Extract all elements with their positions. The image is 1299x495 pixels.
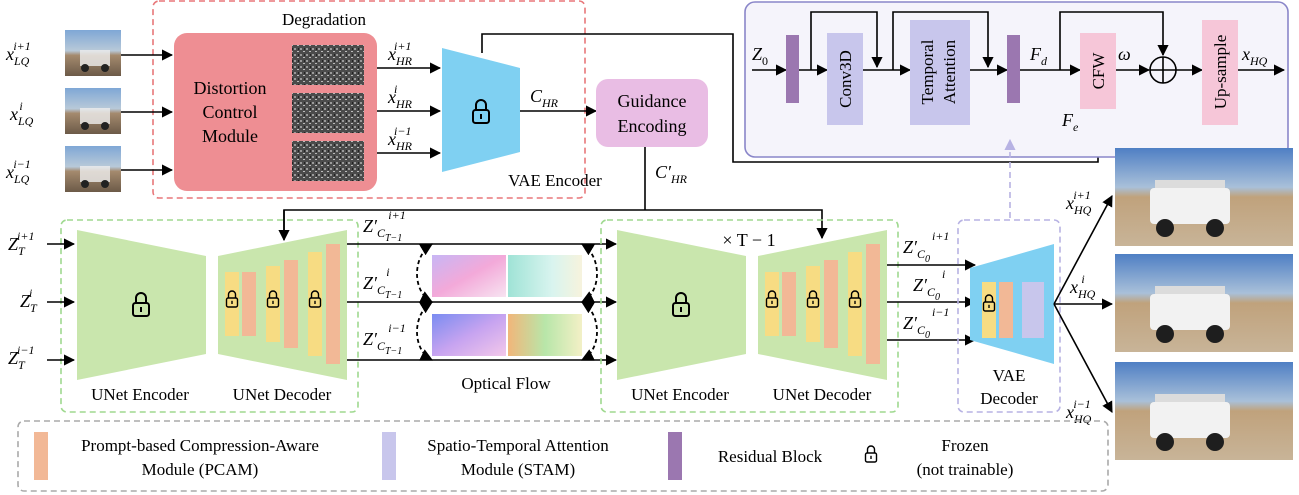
legend-stam-label-1: Spatio-Temporal Attention bbox=[427, 436, 609, 455]
cfw-block bbox=[1080, 33, 1116, 109]
legend-stam-label-2: Module (STAM) bbox=[461, 460, 575, 479]
label-z0-current: Z′C0i bbox=[913, 267, 945, 303]
temporal-label-1: Temporal bbox=[918, 39, 937, 104]
label-z0-previous: Z′C0i−1 bbox=[903, 305, 949, 341]
flow-map-2 bbox=[508, 255, 582, 297]
noise-map-1 bbox=[292, 45, 364, 85]
distortion-label-2: Control bbox=[202, 102, 257, 122]
degradation-title: Degradation bbox=[282, 10, 367, 29]
label-zc-next: Z′CT−1i+1 bbox=[363, 208, 406, 244]
temporal-attention-block bbox=[910, 20, 970, 125]
lq-frame-previous bbox=[65, 146, 121, 192]
label-z0: Z0 bbox=[752, 44, 768, 68]
degradation-box bbox=[152, 0, 586, 199]
label-zc-current: Z′CT−1i bbox=[363, 265, 402, 301]
legend-pcam-label-2: Module (PCAM) bbox=[142, 460, 259, 479]
unet-encoder-right bbox=[617, 230, 746, 380]
add-op-icon bbox=[1149, 56, 1177, 84]
label-lq-next: xLQi+1 bbox=[5, 39, 31, 68]
label-hr-next: xHRi+1 bbox=[387, 39, 413, 68]
label-fd: Fd bbox=[1029, 44, 1048, 68]
label-lq-previous: xLQi−1 bbox=[5, 157, 31, 186]
upsample-label: Up-sample bbox=[1211, 35, 1230, 110]
distortion-label-1: Distortion bbox=[193, 78, 266, 98]
optical-flow-label: Optical Flow bbox=[461, 374, 551, 393]
lq-frame-next bbox=[65, 30, 121, 76]
label-hq-next: xHQi+1 bbox=[1065, 188, 1092, 217]
residual-block-1 bbox=[786, 35, 799, 103]
label-zt-next: ZTi+1 bbox=[8, 229, 34, 258]
flow-map-3 bbox=[432, 314, 506, 356]
hq-frame-next bbox=[1115, 148, 1293, 246]
guidance-label-2: Encoding bbox=[618, 116, 687, 136]
label-z0-next: Z′C0i+1 bbox=[903, 229, 949, 265]
label-hr-previous: xHRi−1 bbox=[387, 124, 413, 153]
noise-map-3 bbox=[292, 141, 364, 181]
vae-encoder-label: VAE Encoder bbox=[508, 171, 602, 190]
repeat-label: × T − 1 bbox=[722, 230, 775, 250]
label-x-hq-panel: xHQ bbox=[1241, 44, 1268, 68]
vae-decoder-group bbox=[957, 219, 1061, 413]
label-zt-previous: ZTi−1 bbox=[8, 343, 34, 372]
unet-encoder-left bbox=[77, 230, 206, 380]
hq-frame-previous bbox=[1115, 362, 1293, 460]
label-omega: ω bbox=[1118, 44, 1131, 64]
label-c-hr-prime: C′HR bbox=[655, 162, 688, 186]
unet-decoder-right-label: UNet Decoder bbox=[773, 385, 872, 404]
vae-decoder-label-1: VAE bbox=[993, 366, 1026, 385]
legend-residual-swatch bbox=[668, 432, 682, 480]
unet-encoder-right-label: UNet Encoder bbox=[631, 385, 729, 404]
label-hr-current: xHRi bbox=[387, 82, 413, 111]
label-zc-previous: Z′CT−1i−1 bbox=[363, 321, 406, 357]
unet-group-left bbox=[60, 219, 359, 413]
flow-map-1 bbox=[432, 255, 506, 297]
label-fe: Fe bbox=[1061, 110, 1079, 134]
unet-encoder-left-label: UNet Encoder bbox=[91, 385, 189, 404]
legend-frozen-label-2: (not trainable) bbox=[917, 460, 1014, 479]
legend-stam-swatch bbox=[382, 432, 396, 480]
cfw-label: CFW bbox=[1089, 52, 1108, 90]
hq-frame-current bbox=[1115, 254, 1293, 352]
temporal-label-2: Attention bbox=[940, 39, 959, 104]
vae-decoder-label-2: Decoder bbox=[980, 389, 1038, 408]
label-lq-current: xLQi bbox=[9, 99, 34, 128]
legend-lock-icon bbox=[864, 445, 878, 463]
guidance-label-1: Guidance bbox=[618, 91, 687, 111]
conv3d-label: Conv3D bbox=[836, 50, 855, 108]
lq-frame-current bbox=[65, 88, 121, 134]
legend-frozen-label-1: Frozen bbox=[941, 436, 989, 455]
unet-decoder-left-label: UNet Decoder bbox=[233, 385, 332, 404]
label-hq-current: xHQi bbox=[1069, 272, 1096, 301]
upsample-block bbox=[1202, 20, 1238, 125]
legend-residual-label: Residual Block bbox=[718, 447, 823, 466]
legend-pcam-label-1: Prompt-based Compression-Aware bbox=[81, 436, 319, 455]
residual-block-2 bbox=[1007, 35, 1020, 103]
legend-pcam-swatch bbox=[34, 432, 48, 480]
flow-map-4 bbox=[508, 314, 582, 356]
label-hq-previous: xHQi−1 bbox=[1065, 397, 1092, 426]
conv3d-block bbox=[827, 33, 863, 125]
legend-box bbox=[17, 420, 1109, 492]
label-c-hr: CHR bbox=[530, 86, 559, 110]
label-zt-current: ZTi bbox=[20, 286, 38, 315]
distortion-label-3: Module bbox=[202, 126, 258, 146]
noise-map-2 bbox=[292, 93, 364, 133]
guidance-encoding bbox=[596, 79, 708, 147]
unet-group-right bbox=[600, 219, 899, 413]
